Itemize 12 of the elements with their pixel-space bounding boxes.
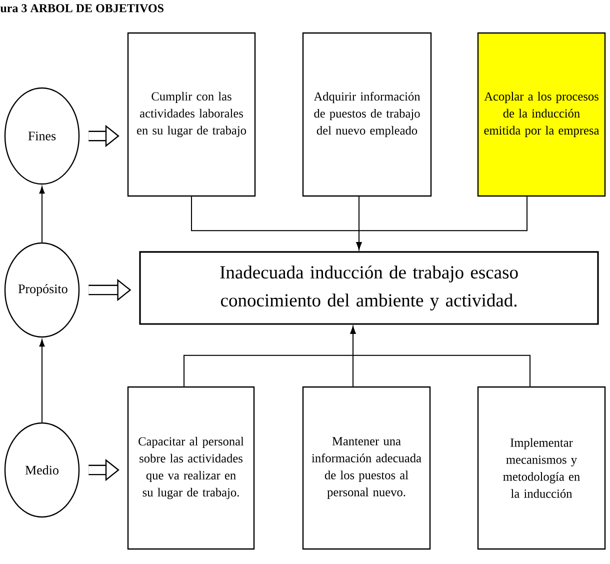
objective-box: Mantener una información adecuada de los puestos al personal nuevo. xyxy=(302,386,431,550)
arrow xyxy=(39,186,45,243)
arrow xyxy=(39,339,45,423)
objective-box: Adquirir información de puestos de trabajo del nuevo empleado xyxy=(302,32,432,197)
objective-box: Capacitar al personal sobre las actividades que va realizar en su lugar de trabajo. xyxy=(127,386,255,550)
objective-box: Cumplir con las actividades laborales en su lugar de trabajo xyxy=(127,32,256,197)
figure-title: ura 3 ARBOL DE OBJETIVOS xyxy=(0,4,164,12)
purpose-box: Inadecuada inducción de trabajo escaso conocimiento del ambiente y actividad. xyxy=(139,251,599,325)
objective-box: Acoplar a los procesos de la inducción emitida por la empresa xyxy=(477,32,606,197)
objective-box: Implementar mecanismos y metodología en la inducción xyxy=(477,386,606,550)
connector xyxy=(350,326,530,387)
connector xyxy=(356,196,528,250)
